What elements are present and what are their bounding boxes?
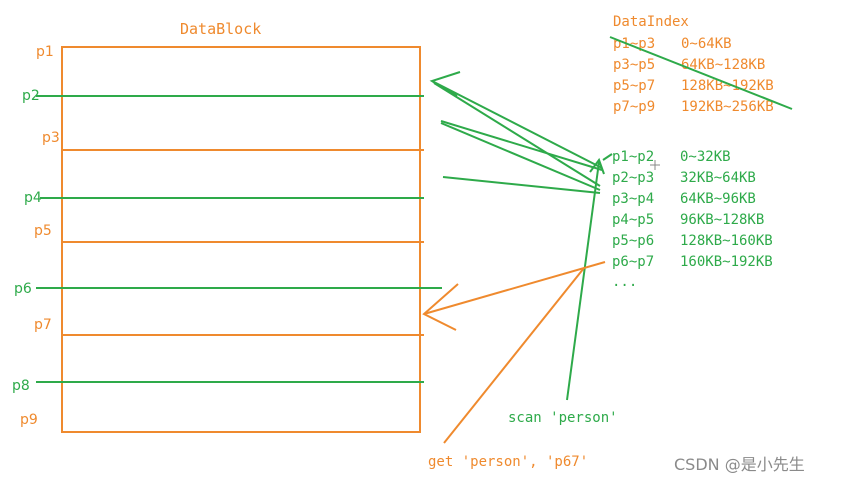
new-row-3-size: 64KB~96KB: [680, 191, 756, 207]
new-row-5-range: p5~p6: [612, 233, 654, 249]
scan-arrow: [566, 157, 605, 401]
page-label-p5: p5: [34, 223, 52, 239]
arrow-p2p3-to-p3: [440, 120, 603, 171]
new-index-ellipsis: ...: [612, 274, 637, 290]
page-label-p2: p2: [22, 88, 40, 104]
new-row-4-range: p4~p5: [612, 212, 654, 228]
page-label-p8: p8: [12, 378, 30, 394]
old-row-3-range: p5~p7: [613, 78, 655, 94]
new-row-2-range: p2~p3: [612, 170, 654, 186]
old-row-2-range: p3~p5: [613, 57, 655, 73]
page-label-p6: p6: [14, 281, 32, 297]
get-arrow-head: [422, 283, 459, 331]
old-row-3-size: 128KB~192KB: [681, 78, 774, 94]
page-label-p7: p7: [34, 317, 52, 333]
new-row-3-range: p3~p4: [612, 191, 654, 207]
dataindex-title: DataIndex: [613, 14, 689, 30]
green-index-arrows: [429, 71, 613, 194]
new-row-1-range: p1~p2: [612, 149, 654, 165]
arrow-p3p4-to-p3: [440, 122, 601, 191]
old-row-4-size: 192KB~256KB: [681, 99, 774, 115]
page-label-p4: p4: [24, 190, 42, 206]
arrow-p3p4-to-p4: [442, 176, 601, 194]
new-row-5-size: 128KB~160KB: [680, 233, 773, 249]
new-row-6-size: 160KB~192KB: [680, 254, 773, 270]
cursor-crosshair-icon: [650, 160, 660, 170]
scan-annotation: scan 'person': [508, 410, 618, 426]
get-arrow-up: [443, 267, 585, 444]
arrow-p2p3-to-p2: [431, 80, 603, 169]
new-row-2-size: 32KB~64KB: [680, 170, 756, 186]
old-row-2-size: 64KB~128KB: [681, 57, 765, 73]
page-label-p3: p3: [42, 130, 60, 146]
watermark: CSDN @是小先生: [674, 455, 805, 474]
new-row-1-size: 0~32KB: [680, 149, 731, 165]
dataindex-strikethrough: [609, 36, 793, 110]
dataindex-old-rows: p1~p3 0~64KB p3~p5 64KB~128KB p5~p7 128K…: [613, 36, 774, 115]
datablock-title: DataBlock: [180, 20, 261, 38]
arrow-p1p2-from-right: [602, 153, 613, 161]
new-row-6-range: p6~p7: [612, 254, 654, 270]
new-row-4-size: 96KB~128KB: [680, 212, 764, 228]
page-label-p1: p1: [36, 44, 54, 60]
dataindex-new-rows: p1~p2 0~32KB p2~p3 32KB~64KB p3~p4 64KB~…: [612, 149, 773, 290]
old-row-1-size: 0~64KB: [681, 36, 732, 52]
get-arrows: [422, 261, 606, 444]
page-label-p9: p9: [20, 412, 38, 428]
old-row-1-range: p1~p3: [613, 36, 655, 52]
get-arrow-to-block: [423, 261, 606, 315]
datablock-box: [61, 46, 421, 433]
get-annotation: get 'person', 'p67': [428, 454, 588, 470]
arrow-p3p4-to-p2: [433, 82, 601, 187]
old-row-4-range: p7~p9: [613, 99, 655, 115]
